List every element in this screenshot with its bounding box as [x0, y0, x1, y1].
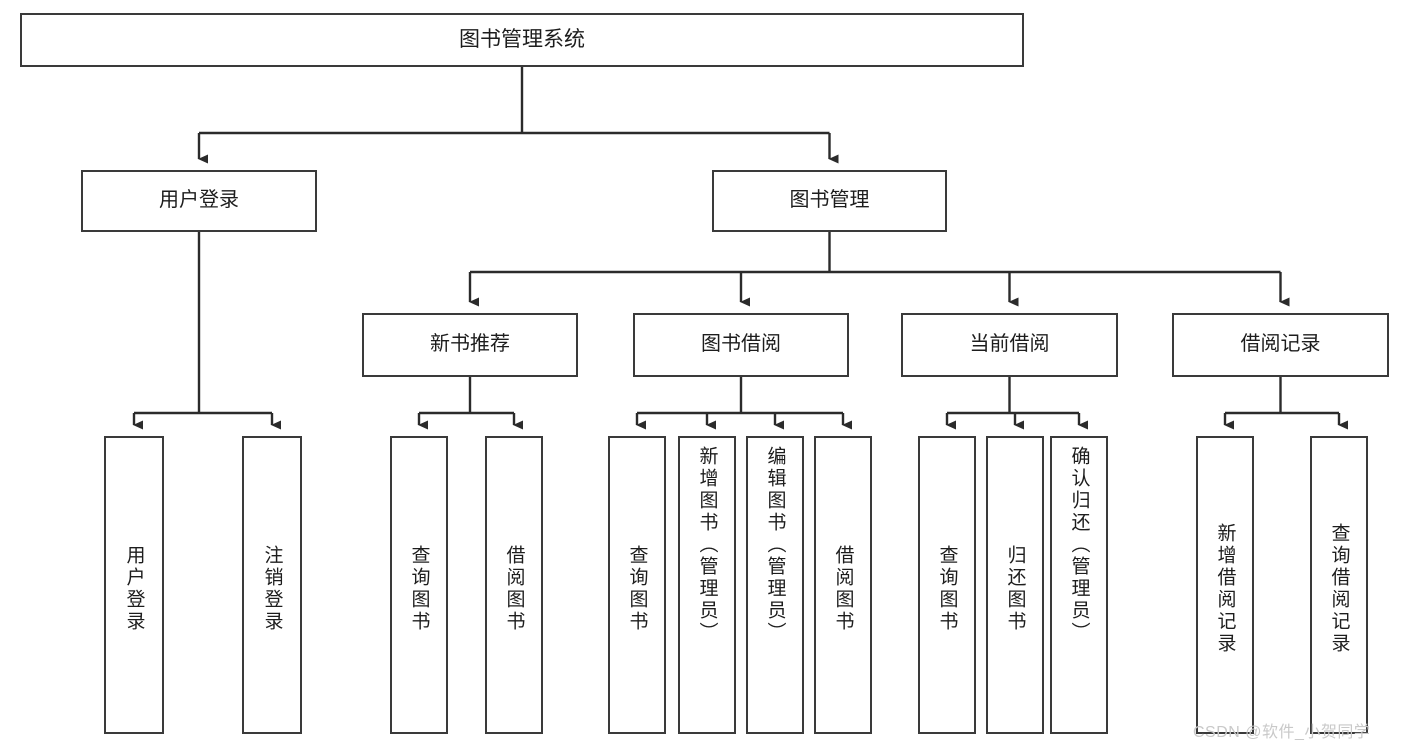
node-leaf-confirm-return-admin[interactable]: 确认归还（管理员）	[1050, 436, 1108, 734]
node-leaf-query-book-recommend-label: 查询图书	[408, 545, 430, 633]
node-leaf-edit-book-admin[interactable]: 编辑图书（管理员）	[746, 436, 804, 734]
node-book-manage[interactable]: 图书管理	[712, 170, 947, 232]
node-leaf-user-logout-label: 注销登录	[261, 545, 283, 633]
node-book-manage-label: 图书管理	[789, 189, 870, 212]
node-leaf-edit-book-admin-label: 编辑图书（管理员）	[764, 446, 786, 644]
node-leaf-confirm-return-admin-label: 确认归还（管理员）	[1068, 446, 1090, 644]
node-leaf-borrow-book-recommend[interactable]: 借阅图书	[485, 436, 543, 734]
node-leaf-query-book-current-label: 查询图书	[936, 545, 958, 633]
node-user-login-label: 用户登录	[159, 189, 239, 212]
node-leaf-user-login-label: 用户登录	[123, 545, 145, 633]
node-leaf-add-book-admin[interactable]: 新增图书（管理员）	[678, 436, 736, 734]
node-borrow-record-label: 借阅记录	[1240, 333, 1321, 356]
node-leaf-query-book-borrow[interactable]: 查询图书	[608, 436, 666, 734]
node-leaf-query-book-recommend[interactable]: 查询图书	[390, 436, 448, 734]
node-leaf-borrow-book-label: 借阅图书	[832, 545, 854, 633]
node-root[interactable]: 图书管理系统	[20, 13, 1024, 67]
node-leaf-query-book-borrow-label: 查询图书	[626, 545, 648, 633]
node-borrow-record[interactable]: 借阅记录	[1172, 313, 1389, 377]
node-leaf-query-borrow-record-label: 查询借阅记录	[1328, 523, 1350, 655]
node-leaf-borrow-book[interactable]: 借阅图书	[814, 436, 872, 734]
node-leaf-add-book-admin-label: 新增图书（管理员）	[696, 446, 718, 644]
node-leaf-add-borrow-record-label: 新增借阅记录	[1214, 523, 1236, 655]
node-new-book-recommend[interactable]: 新书推荐	[362, 313, 578, 377]
node-leaf-query-book-current[interactable]: 查询图书	[918, 436, 976, 734]
node-book-borrow-label: 图书借阅	[701, 333, 781, 356]
node-leaf-add-borrow-record[interactable]: 新增借阅记录	[1196, 436, 1254, 734]
csdn-watermark: CSDN @软件_小贺同学	[1193, 724, 1371, 741]
node-leaf-return-book-label: 归还图书	[1004, 545, 1026, 633]
node-root-label: 图书管理系统	[459, 27, 585, 51]
node-leaf-user-logout[interactable]: 注销登录	[242, 436, 302, 734]
node-leaf-query-borrow-record[interactable]: 查询借阅记录	[1310, 436, 1368, 734]
node-leaf-borrow-book-recommend-label: 借阅图书	[503, 545, 525, 633]
node-current-borrow-label: 当前借阅	[969, 333, 1050, 356]
node-leaf-return-book[interactable]: 归还图书	[986, 436, 1044, 734]
node-book-borrow[interactable]: 图书借阅	[633, 313, 849, 377]
node-user-login[interactable]: 用户登录	[81, 170, 317, 232]
node-leaf-user-login[interactable]: 用户登录	[104, 436, 164, 734]
node-new-book-recommend-label: 新书推荐	[430, 333, 510, 356]
node-current-borrow[interactable]: 当前借阅	[901, 313, 1118, 377]
